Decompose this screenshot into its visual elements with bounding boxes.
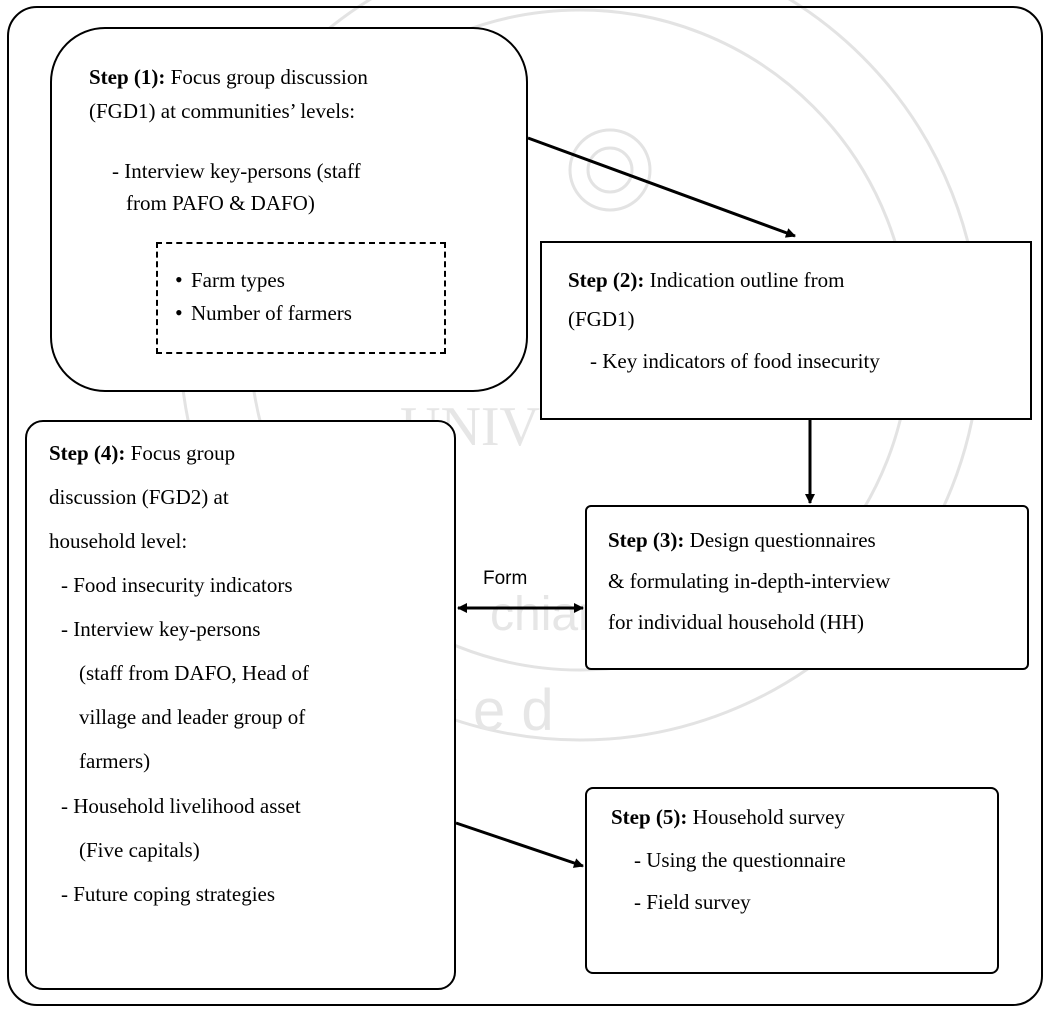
step-2-box [540, 241, 1032, 420]
step-4-box [25, 420, 456, 990]
step-4-item-2-line4: farmers) [79, 749, 151, 773]
step-4-item-2-line2: (staff from DAFO, Head of [79, 661, 309, 685]
step-4-item-4: - Future coping strategies [61, 882, 276, 906]
step-1-dashed-list [156, 242, 446, 354]
step-3-title: Step (3): Design questionnaires [608, 527, 876, 553]
step-5-title: Step (5): Household survey [611, 804, 845, 830]
step-5-title-text: Household survey [687, 805, 845, 829]
step-5-box [585, 787, 999, 974]
step-2-title: Step (2): Indication outline from [568, 267, 844, 293]
step-1-title: Step (1): Focus group discussion [89, 64, 368, 90]
step-4-title: Step (4): Focus group [49, 440, 235, 466]
step-1-bullet-2: Number of farmers [175, 300, 352, 326]
form-edge-label: Form [483, 568, 528, 589]
arrow-step1-to-step2 [527, 136, 796, 238]
step-2-item-1: - Key indicators of food insecurity [590, 349, 880, 373]
step-3-box [585, 505, 1029, 670]
step-5-item-1: - Using the questionnaire [634, 848, 846, 872]
step-3-line2: & formulating in-depth-interview [608, 569, 891, 593]
step-4-item-2: - Interview key-persons [61, 617, 261, 641]
step-1-item-1: - Interview key-persons (staff [112, 159, 361, 183]
step-4-item-3: - Household livelihood asset [61, 794, 301, 818]
step-4-line2: discussion (FGD2) at [49, 485, 229, 509]
step-1-item-1-line2: from PAFO & DAFO) [126, 191, 315, 215]
step-4-line3: household level: [49, 529, 188, 553]
step-1-box [50, 27, 528, 392]
step-2-title-text: Indication outline from [644, 268, 845, 292]
step-2-title-line2: (FGD1) [568, 307, 635, 331]
step-1-bullet-1: Farm types [175, 267, 285, 293]
step-4-item-1: - Food insecurity indicators [61, 573, 293, 597]
step-4-item-3-line2: (Five capitals) [79, 838, 200, 862]
step-3-label: Step (3): [608, 528, 685, 552]
step-3-line3: for individual household (HH) [608, 610, 865, 634]
step-1-title-line2: (FGD1) at communities’ levels: [89, 99, 356, 123]
step-4-title-text: Focus group [125, 441, 236, 465]
step-1-title-text: Focus group discussion [165, 65, 368, 89]
step-5-item-2: - Field survey [634, 890, 751, 914]
step-2-label: Step (2): [568, 268, 645, 292]
outer-frame [7, 6, 1043, 1006]
step-5-label: Step (5): [611, 805, 688, 829]
step-4-label: Step (4): [49, 441, 126, 465]
step-4-item-2-line3: village and leader group of [79, 705, 306, 729]
step-1-label: Step (1): [89, 65, 166, 89]
step-3-title-text: Design questionnaires [684, 528, 876, 552]
arrow-step4-to-step5 [455, 821, 584, 868]
